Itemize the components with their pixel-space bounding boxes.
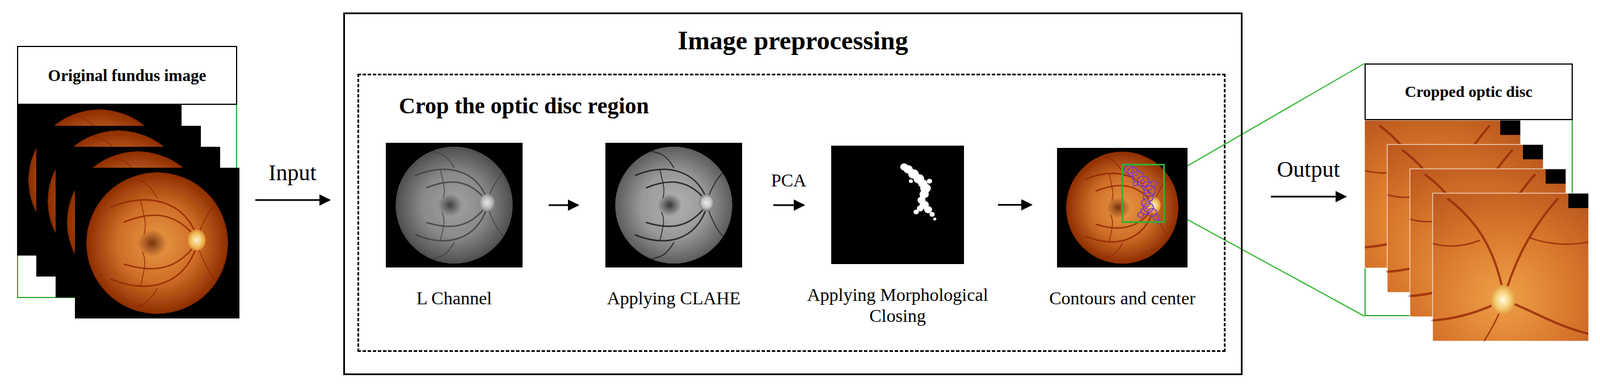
flow-arrow: [998, 204, 1032, 206]
step-image: L Channel: [385, 142, 523, 268]
frame-title: Crop the optic disc region: [398, 92, 650, 120]
label-box: Cropped optic disc: [1364, 63, 1573, 121]
step-illustration: [831, 145, 964, 265]
step-image: Applying CLAHE: [605, 142, 743, 268]
step-caption: Applying CLAHE: [566, 288, 782, 310]
edge-label: Input: [266, 160, 319, 186]
step-illustration: [605, 142, 743, 268]
edge-label: Output: [1274, 157, 1342, 183]
image-stack-node: Cropped optic disc: [1364, 63, 1589, 343]
edge-label-holder: PCA: [768, 170, 809, 191]
caption-holder: L Channel: [346, 288, 563, 310]
stack-label: Cropped optic disc: [1404, 82, 1533, 101]
frame-title-holder: Crop the optic disc region: [398, 92, 650, 120]
edge-label: PCA: [768, 170, 809, 191]
label-box: Original fundus image: [17, 45, 238, 105]
zoom-line: [1187, 220, 1365, 317]
zoom-line: [1187, 63, 1365, 167]
image-stack-node: Original fundus image: [17, 45, 240, 321]
step-caption: Applying Morphological Closing: [789, 284, 1006, 327]
flow-arrow: [548, 204, 579, 207]
step-image: Applying Morphological Closing: [831, 145, 964, 265]
edge-label-holder: Output: [1274, 157, 1342, 183]
edge-label-holder: Input: [266, 160, 319, 186]
dashed-group: L ChannelApplying CLAHEApplying Morpholo…: [357, 73, 1226, 353]
step-illustration: [1057, 148, 1188, 268]
step-caption: L Channel: [346, 288, 563, 310]
caption-holder: Contours and center: [1014, 288, 1231, 310]
step-image: Contours and center: [1057, 148, 1188, 268]
step-illustration: [385, 142, 523, 268]
caption-holder: Applying Morphological Closing: [789, 284, 1006, 327]
flow-arrow: [255, 199, 330, 202]
step-caption: Contours and center: [1014, 288, 1231, 310]
process-frame: L ChannelApplying CLAHEApplying Morpholo…: [343, 12, 1243, 376]
caption-holder: Applying CLAHE: [566, 288, 782, 310]
flow-arrow: [773, 204, 804, 207]
stack-label: Original fundus image: [48, 66, 207, 86]
frame-title: Image preprocessing: [678, 25, 909, 56]
flow-arrow: [1270, 196, 1346, 199]
frame-title-holder: Image preprocessing: [344, 25, 1241, 56]
